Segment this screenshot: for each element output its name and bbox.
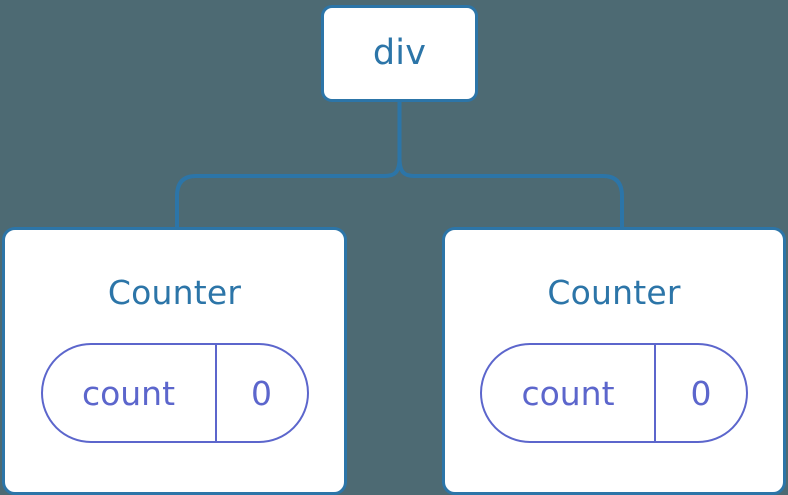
state-pill-left[interactable]: count 0 bbox=[40, 343, 309, 443]
node-counter-right[interactable]: Counter count 0 bbox=[442, 227, 786, 495]
node-counter-left[interactable]: Counter count 0 bbox=[2, 227, 347, 495]
state-pill-left-key-cell: count bbox=[43, 345, 217, 441]
node-div[interactable]: div bbox=[321, 5, 478, 102]
state-pill-right[interactable]: count 0 bbox=[480, 343, 748, 443]
state-pill-right-value-cell: 0 bbox=[656, 345, 746, 441]
node-counter-right-label: Counter bbox=[547, 273, 681, 312]
node-counter-left-label: Counter bbox=[107, 273, 242, 312]
state-pill-right-key-cell: count bbox=[482, 345, 656, 441]
state-pill-right-key: count bbox=[521, 373, 615, 413]
connector-to-left-child bbox=[175, 157, 402, 229]
state-pill-left-key: count bbox=[81, 373, 176, 413]
state-pill-left-value: 0 bbox=[251, 373, 272, 413]
state-pill-left-value-cell: 0 bbox=[217, 345, 307, 441]
node-div-label: div bbox=[372, 33, 427, 73]
connector-to-right-child bbox=[397, 157, 624, 229]
state-pill-right-value: 0 bbox=[690, 373, 712, 413]
